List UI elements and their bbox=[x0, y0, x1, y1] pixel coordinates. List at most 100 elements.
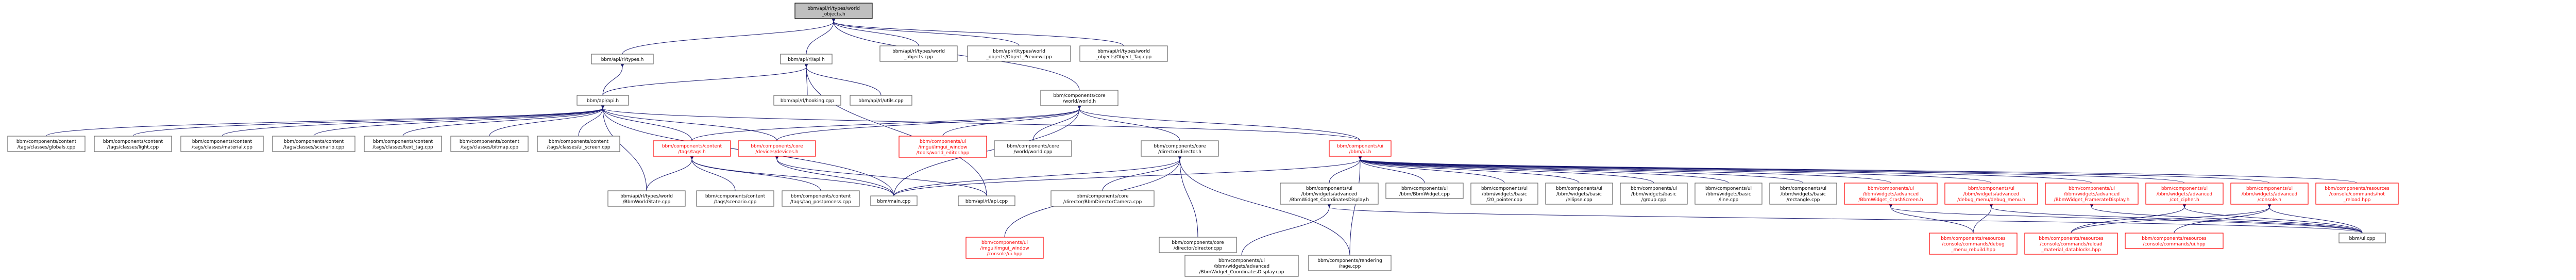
graph-node[interactable]: bbm/api/rl/types/world_objects/Object_Pr… bbox=[967, 45, 1071, 62]
node-box bbox=[773, 95, 841, 106]
dependency-edge bbox=[804, 63, 882, 96]
graph-node[interactable]: bbm/components/ui/bbm/widgets/advanced/B… bbox=[1844, 183, 1938, 205]
graph-node[interactable]: bbm/components/resources/console/command… bbox=[2024, 233, 2118, 255]
graph-node[interactable]: bbm/api/rl/types/world_objects/Object_Ta… bbox=[1079, 45, 1168, 62]
graph-node[interactable]: bbm/api/rl/types/world_objects.cpp bbox=[879, 45, 958, 62]
graph-node[interactable]: bbm/components/resources/console/command… bbox=[1929, 233, 2018, 255]
node-label: bbm/components/core bbox=[1007, 144, 1059, 149]
node-label: _reload.hpp bbox=[2343, 197, 2371, 203]
graph-node[interactable]: bbm/components/core/director/director.cp… bbox=[1159, 237, 1237, 253]
graph-node[interactable]: bbm/main.cpp bbox=[870, 195, 918, 206]
node-box bbox=[780, 54, 833, 64]
node-box bbox=[2230, 183, 2309, 205]
graph-node[interactable]: bbm/components/ui/bbm/widgets/advanced/B… bbox=[1280, 183, 1379, 205]
graph-node[interactable]: bbm/components/ui/bbm/widgets/basic/rect… bbox=[1769, 183, 1837, 205]
graph-node[interactable]: bbm/components/core/director/BbmDirector… bbox=[1050, 190, 1155, 207]
graph-node[interactable]: bbm/api/rl/api.cpp bbox=[958, 195, 1015, 206]
node-label: _objects/Object_Preview.cpp bbox=[986, 55, 1052, 60]
graph-node[interactable]: bbm/api/rl/hooking.cpp bbox=[773, 95, 841, 106]
graph-node[interactable]: bbm/components/content/tags/classes/mate… bbox=[180, 136, 264, 152]
graph-node[interactable]: bbm/components/content/tags/scenario.cpp bbox=[696, 190, 774, 207]
graph-node[interactable]: bbm/components/resources/console/command… bbox=[2125, 233, 2224, 249]
dependency-edge bbox=[2071, 204, 2272, 234]
node-label: /console/commands/reload bbox=[2040, 242, 2102, 247]
node-label: /console/commands/ui.hpp bbox=[2143, 242, 2206, 247]
dependency-edge bbox=[893, 156, 1362, 196]
node-label: /rectangle.cpp bbox=[1787, 197, 1820, 203]
graph-node[interactable]: bbm/components/ui/bbm/widgets/advanced/B… bbox=[1184, 255, 1299, 277]
dependency-edge bbox=[1358, 156, 1891, 184]
node-box bbox=[1769, 183, 1837, 205]
node-label: bbm/api/rl/api.h bbox=[788, 57, 825, 62]
dependency-edge bbox=[804, 63, 987, 196]
graph-node[interactable]: bbm/components/ui/bbm/widgets/advanced/d… bbox=[1944, 183, 2038, 205]
graph-node[interactable]: bbm/components/ui/bbm/widgets/basic/elli… bbox=[1545, 183, 1613, 205]
graph-node[interactable]: bbm/components/core/devices/devices.h bbox=[738, 140, 816, 157]
node-box bbox=[879, 45, 958, 62]
node-box bbox=[2125, 233, 2224, 249]
graph-node[interactable]: bbm/components/ui/bbm/widgets/basic/grou… bbox=[1620, 183, 1688, 205]
node-box bbox=[965, 237, 1044, 259]
node-box bbox=[1079, 45, 1168, 62]
node-label: bbm/components/resources bbox=[2039, 236, 2104, 241]
node-label: /BbmWidget_CrashScreen.h bbox=[1858, 197, 1923, 203]
graph-node[interactable]: bbm/components/content/tags/tag_postproc… bbox=[782, 190, 860, 207]
graph-node[interactable]: bbm/ui.cpp bbox=[2338, 233, 2386, 243]
graph-node[interactable]: bbm/components/content/tags/classes/glob… bbox=[7, 136, 86, 152]
dependency-edge bbox=[601, 105, 647, 191]
graph-node[interactable]: bbm/components/ui/bbm/widgets/advanced/c… bbox=[2230, 183, 2309, 205]
node-label: /tags/classes/material.cpp bbox=[192, 145, 252, 150]
node-label: /BbmWidget_CoordinatesDisplay.h bbox=[1290, 197, 1369, 203]
graph-node[interactable]: bbm/components/ui/imgui/imgui_window/too… bbox=[899, 136, 987, 158]
dependency-edge bbox=[132, 105, 605, 137]
graph-node[interactable]: bbm/components/content/tags/classes/text… bbox=[364, 136, 442, 152]
graph-node[interactable]: bbm/components/content/tags/classes/bitm… bbox=[450, 136, 529, 152]
graph-node[interactable]: bbm/api/rl/types/world_objects.h bbox=[794, 3, 873, 19]
node-label: bbm/components/ui bbox=[1401, 186, 1448, 191]
node-label: bbm/components/core bbox=[1172, 240, 1224, 245]
dependency-edge bbox=[832, 18, 1020, 46]
graph-node[interactable]: bbm/components/core/world/world.h bbox=[1040, 90, 1118, 106]
node-label: _objects.cpp bbox=[904, 55, 933, 60]
graph-node[interactable]: bbm/components/ui/bbm/widgets/advanced/B… bbox=[2045, 183, 2139, 205]
dependency-edge bbox=[646, 156, 694, 191]
node-label: /20_pointer.cpp bbox=[1486, 197, 1522, 203]
graph-node[interactable]: bbm/components/rendering/rage.cpp bbox=[1308, 255, 1392, 271]
graph-node[interactable]: bbm/components/ui/bbm/widgets/basic/20_p… bbox=[1470, 183, 1538, 205]
graph-node[interactable]: bbm/api/rl/api.h bbox=[780, 54, 833, 64]
graph-node[interactable]: bbm/components/content/tags/classes/scen… bbox=[272, 136, 355, 152]
dependency-edge bbox=[1327, 204, 2363, 234]
node-box bbox=[450, 136, 529, 152]
node-box bbox=[2338, 233, 2386, 243]
graph-node[interactable]: bbm/components/ui/bbm/widgets/advanced/c… bbox=[2145, 183, 2224, 205]
node-label: bbm/components/ui bbox=[920, 139, 966, 144]
node-box bbox=[1040, 90, 1118, 106]
node-label: bbm/api/rl/types.h bbox=[601, 57, 644, 62]
node-label: bbm/components/ui bbox=[1337, 144, 1383, 149]
graph-node[interactable]: bbm/components/ui/imgui/imgui_window/con… bbox=[965, 237, 1044, 259]
graph-node[interactable]: bbm/components/content/tags/tags.h bbox=[653, 140, 731, 157]
graph-node[interactable]: bbm/api/rl/types/world/BbmWorldState.cpp bbox=[607, 190, 686, 207]
edges-layer bbox=[46, 18, 2363, 256]
graph-node[interactable]: bbm/components/content/tags/classes/ligh… bbox=[94, 136, 172, 152]
node-label: bbm/components/content bbox=[705, 194, 766, 199]
graph-node[interactable]: bbm/components/core/world/world.cpp bbox=[994, 140, 1072, 157]
dependency-edge bbox=[2182, 204, 2363, 234]
graph-node[interactable]: bbm/components/resources/console/command… bbox=[2315, 183, 2399, 205]
dependency-edge bbox=[832, 18, 1124, 46]
node-label: /console/commands/hot bbox=[2329, 192, 2385, 197]
graph-node[interactable]: bbm/components/ui/bbm/widgets/basic/line… bbox=[1694, 183, 1762, 205]
graph-node[interactable]: bbm/components/content/tags/classes/ui_s… bbox=[537, 136, 620, 152]
graph-node[interactable]: bbm/components/ui/bbm/BbmWidget.cpp bbox=[1385, 183, 1464, 199]
graph-node[interactable]: bbm/components/ui/bbm/ui.h bbox=[1329, 140, 1392, 157]
node-label: /tags/tags.h bbox=[678, 150, 706, 155]
graph-node[interactable]: bbm/components/core/director/director.h bbox=[1141, 140, 1219, 157]
graph-node[interactable]: bbm/api/rl/types.h bbox=[591, 54, 654, 64]
dependency-edge bbox=[46, 105, 605, 137]
dependency-edge bbox=[1989, 204, 2363, 234]
node-box bbox=[2315, 183, 2399, 205]
graph-node[interactable]: bbm/api/rl/utils.cpp bbox=[850, 95, 912, 106]
node-label: /tags/classes/bitmap.cpp bbox=[461, 145, 518, 150]
graph-node[interactable]: bbm/api/api.h bbox=[577, 95, 629, 106]
